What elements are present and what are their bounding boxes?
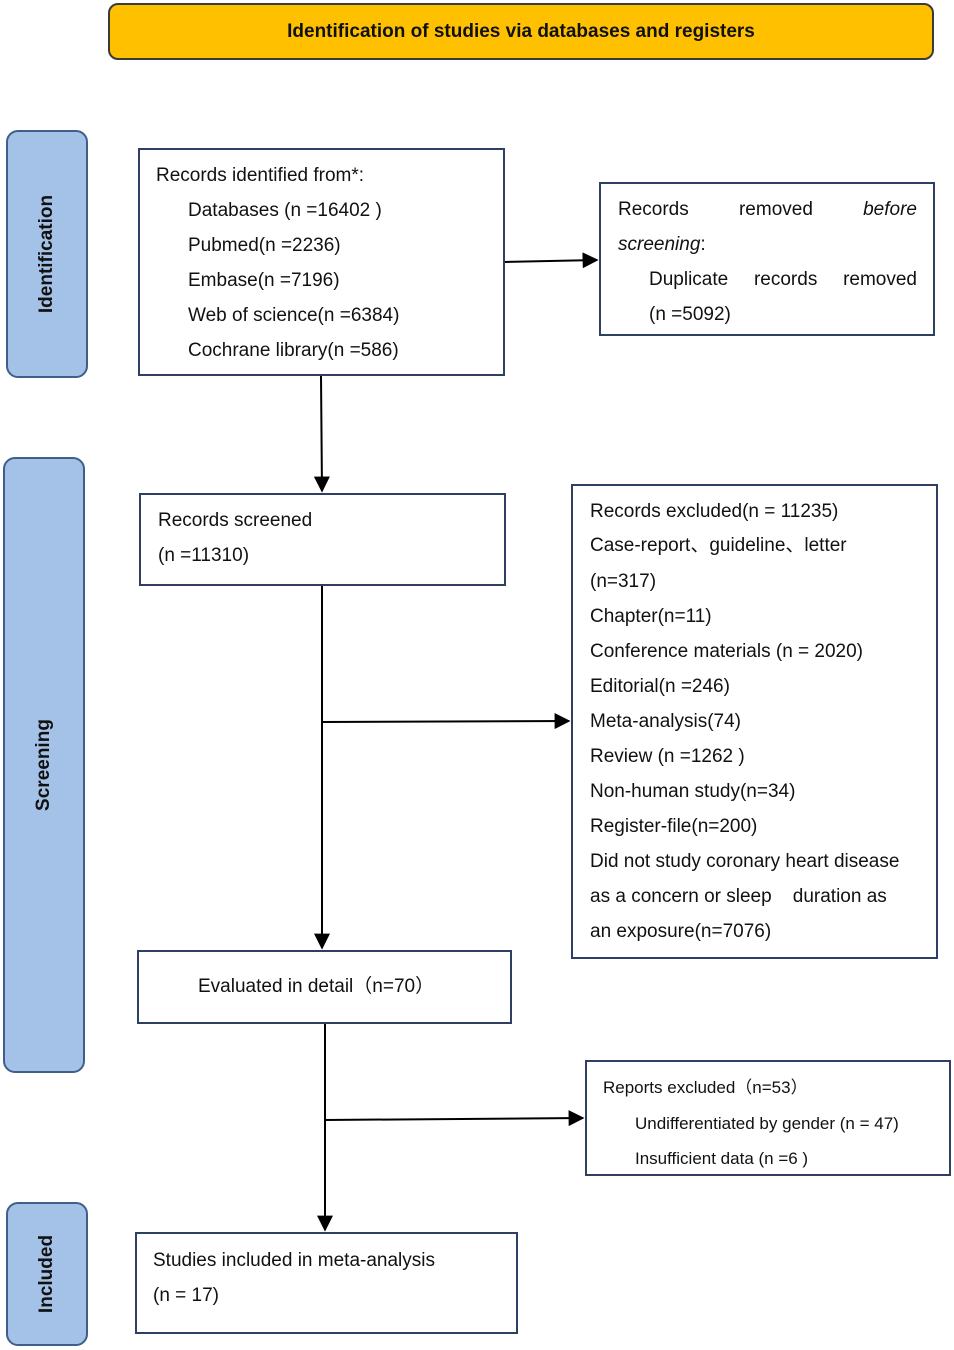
records-removed-box — [599, 182, 935, 336]
pubmed-count: Pubmed(n =2236) — [188, 235, 341, 256]
evaluated-label: Evaluated in detail（n=70） — [198, 976, 435, 997]
duplicate-records-line: Duplicate records removed — [649, 269, 917, 291]
reports-excluded-insufficient: Insufficient data (n =6 ) — [635, 1149, 809, 1168]
arrow-identified-to-screened — [313, 375, 330, 493]
records-excluded-box — [571, 484, 938, 959]
excluded-chd-line1: Did not study coronary heart disease — [590, 851, 900, 872]
excluded-meta-analysis: Meta-analysis(74) — [590, 711, 741, 732]
arrow-identified-to-removed — [504, 252, 599, 269]
excluded-conference: Conference materials (n = 2020) — [590, 641, 864, 662]
dup-word-records: records — [753, 269, 818, 290]
studies-included-box — [135, 1232, 518, 1334]
arrow-screened-to-excluded — [321, 713, 571, 730]
removed-colon: : — [700, 234, 706, 255]
header-title: Identification of studies via databases … — [287, 20, 755, 42]
phase-included: Included — [6, 1202, 88, 1346]
excluded-case-report: Case-report、guideline、letter — [590, 535, 847, 556]
records-removed-line2: screening: — [618, 234, 706, 256]
studies-included-title: Studies included in meta-analysis — [153, 1250, 435, 1271]
records-screened-count: (n =11310) — [158, 545, 250, 566]
wos-count: Web of science(n =6384) — [188, 305, 400, 326]
reports-excluded-title: Reports excluded（n=53） — [603, 1078, 808, 1097]
cochrane-count: Cochrane library(n =586) — [188, 340, 399, 361]
phase-screening: Screening — [3, 457, 85, 1073]
removed-word-records: Records — [618, 199, 689, 220]
excluded-nonhuman: Non-human study(n=34) — [590, 781, 796, 802]
excluded-chd-line3: an exposure(n=7076) — [590, 921, 772, 942]
removed-word-screening: screening — [618, 234, 701, 255]
embase-count: Embase(n =7196) — [188, 270, 340, 291]
studies-included-count: (n = 17) — [153, 1285, 220, 1306]
records-removed-line1: Records removed before — [618, 199, 917, 221]
dup-word-duplicate: Duplicate — [649, 269, 729, 290]
dup-word-removed: removed — [843, 269, 917, 290]
records-screened-title: Records screened — [158, 510, 313, 531]
reports-excluded-box — [585, 1060, 951, 1176]
records-screened-box — [139, 493, 506, 586]
duplicate-count: (n =5092) — [649, 304, 731, 325]
header-banner: Identification of studies via databases … — [108, 3, 934, 60]
excluded-editorial: Editorial(n =246) — [590, 676, 730, 697]
records-identified-title: Records identified from*: — [156, 165, 365, 186]
excluded-case-report-count: (n=317) — [590, 571, 657, 592]
excluded-chapter: Chapter(n=11) — [590, 606, 712, 627]
excluded-chd-line2: as a concern or sleep duration as — [590, 886, 887, 907]
removed-word-before: before — [863, 199, 917, 220]
arrow-evaluated-to-reports-excluded — [324, 1110, 585, 1127]
excluded-review: Review (n =1262 ) — [590, 746, 745, 767]
databases-count: Databases (n =16402 ) — [188, 200, 382, 221]
reports-excluded-gender: Undifferentiated by gender (n = 47) — [635, 1114, 899, 1133]
records-excluded-title: Records excluded(n = 11235) — [590, 501, 839, 522]
excluded-register: Register-file(n=200) — [590, 816, 758, 837]
phase-identification: Identification — [6, 130, 88, 378]
evaluated-box — [137, 950, 512, 1024]
records-identified-box — [138, 148, 505, 376]
removed-word-removed: removed — [738, 199, 813, 220]
